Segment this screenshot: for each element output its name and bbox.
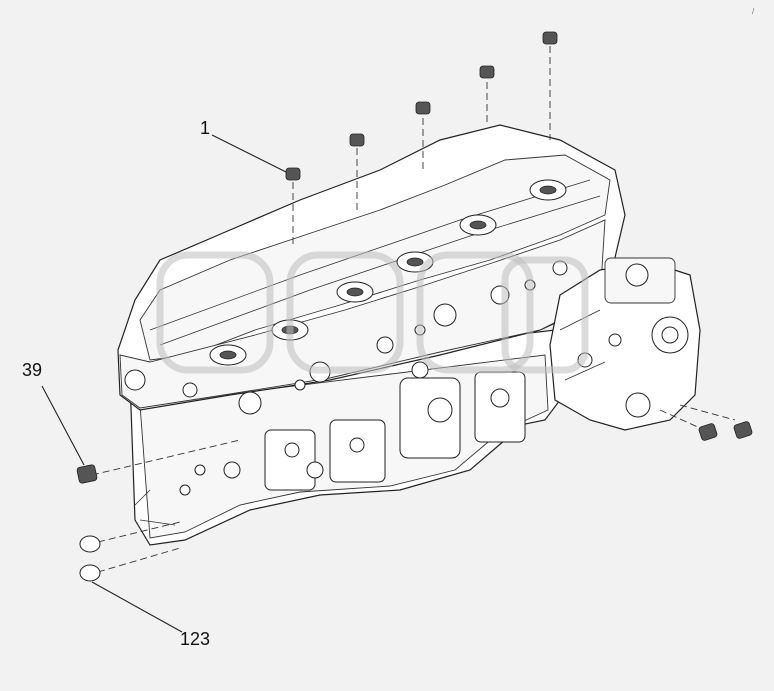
- bolt-3: [415, 101, 431, 115]
- o-ring-upper: [79, 535, 101, 553]
- bolt-5: [542, 31, 558, 45]
- bolt-1: [285, 167, 301, 181]
- corner-mark: /: [752, 7, 755, 16]
- callout-1: 1: [200, 118, 210, 138]
- head-bolts: [285, 31, 558, 245]
- callout-39: 39: [22, 360, 42, 380]
- callouts: 1 39 123: [22, 118, 287, 649]
- o-ring-lower: [79, 564, 101, 582]
- watermark: [156, 251, 589, 374]
- bolt-2: [349, 133, 365, 147]
- rear-plugs: [659, 404, 753, 441]
- callout-123: 123: [180, 629, 210, 649]
- bolt-4: [479, 65, 495, 79]
- left-plug-and-orings: [76, 439, 241, 582]
- plug-39: [76, 464, 98, 484]
- block-windows: [179, 361, 526, 496]
